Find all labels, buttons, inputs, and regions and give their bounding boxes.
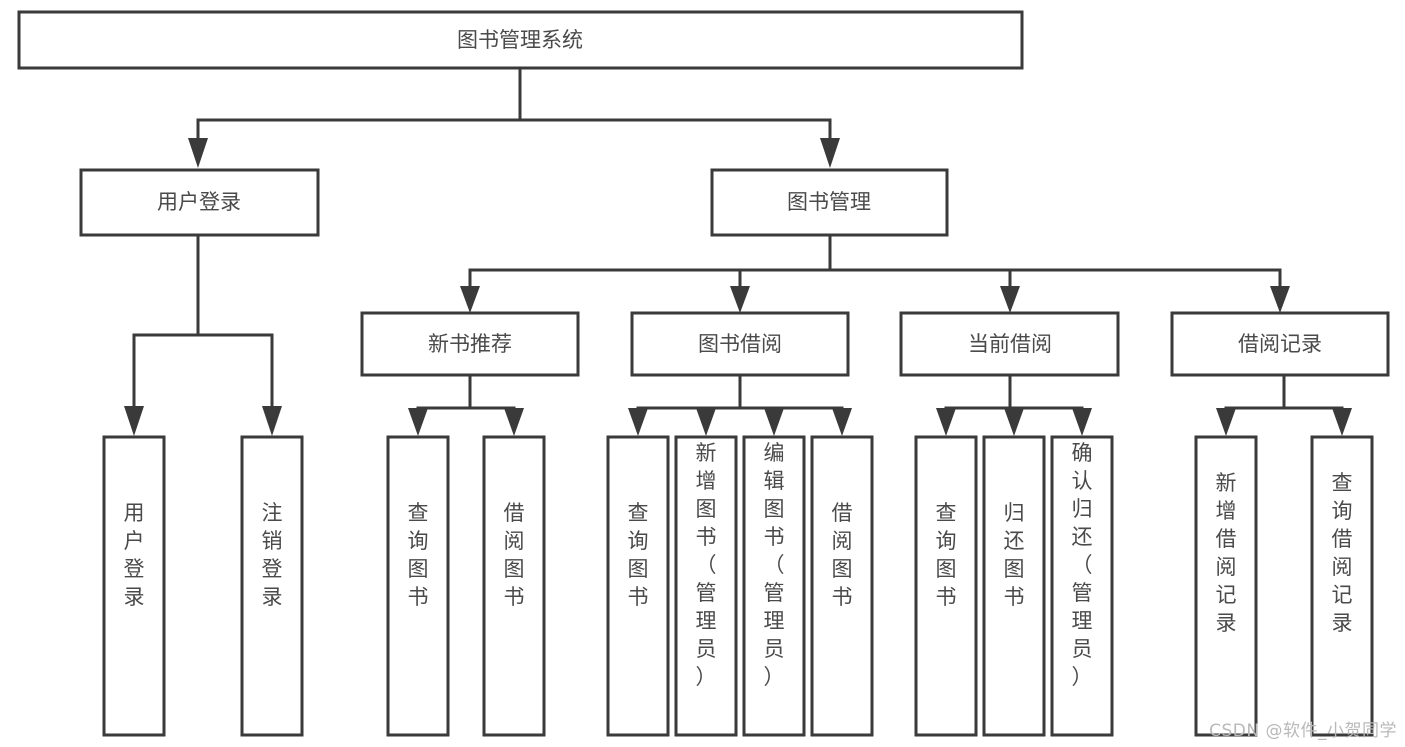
- leaf-node-re-add-record-box[interactable]: [1194, 435, 1258, 737]
- node-user-login-label: 用户登录: [157, 190, 241, 214]
- arrow-head-cu-leaf1: [936, 408, 956, 436]
- arrow-head-cu-leaf3: [1072, 408, 1092, 436]
- leaf-node-nb-query-book-label: 查询图书: [408, 501, 429, 609]
- node-borrow-records-label: 借阅记录: [1238, 332, 1322, 356]
- arrow-head-bo-leaf1: [628, 408, 648, 436]
- connector-group-borrow: [628, 373, 852, 436]
- leaf-node-cu-query-book-box[interactable]: [914, 435, 978, 737]
- node-new-book-recommend-box[interactable]: [360, 311, 580, 377]
- arrow-head-re-leaf1: [1216, 408, 1236, 436]
- arrow-head-borrow: [730, 286, 750, 313]
- node-book-management[interactable]: 图书管理: [710, 168, 949, 237]
- arrow-head-re-leaf2: [1332, 408, 1352, 436]
- arrow-head-leaf-user-login: [124, 406, 144, 436]
- leaf-node-user-login[interactable]: 用户登录: [102, 435, 166, 737]
- node-root-box[interactable]: [17, 10, 1024, 70]
- node-book-borrow-label: 图书借阅: [698, 332, 782, 356]
- node-current-borrow-box[interactable]: [899, 311, 1120, 377]
- node-new-book-recommend[interactable]: 新书推荐: [360, 311, 580, 377]
- node-borrow-records[interactable]: 借阅记录: [1170, 311, 1390, 377]
- leaf-node-bo-add-book-box[interactable]: [674, 435, 738, 737]
- leaf-node-cu-confirm-return-label: 确认归还（管理员）: [1072, 441, 1093, 689]
- leaf-node-cu-return-book-box[interactable]: [982, 435, 1046, 737]
- leaf-node-re-query-record[interactable]: 查询借阅记录: [1310, 435, 1374, 737]
- leaf-node-bo-query-book[interactable]: 查询图书: [606, 435, 670, 737]
- arrow-head-bo-leaf2: [696, 408, 716, 436]
- arrow-head-leaf-logout: [262, 406, 282, 436]
- arrow-head-cu-leaf2: [1004, 408, 1024, 436]
- node-book-management-box[interactable]: [710, 168, 949, 237]
- node-root[interactable]: 图书管理系统: [17, 10, 1024, 70]
- node-current-borrow-label: 当前借阅: [968, 332, 1052, 356]
- leaf-node-cu-query-book-label: 查询图书: [936, 501, 957, 609]
- connector-group-current: [936, 373, 1092, 436]
- leaf-node-nb-borrow-book-label: 借阅图书: [504, 501, 525, 609]
- leaf-node-bo-add-book-label: 新增图书（管理员）: [696, 441, 717, 689]
- arrow-head-nb-leaf2: [504, 408, 524, 436]
- leaf-node-cu-confirm-return[interactable]: 确认归还（管理员）: [1050, 435, 1114, 737]
- leaf-node-bo-edit-book-label: 编辑图书（管理员）: [764, 441, 785, 689]
- arrow-head-user-login: [188, 138, 208, 168]
- leaf-node-re-add-record[interactable]: 新增借阅记录: [1194, 435, 1258, 737]
- node-root-label: 图书管理系统: [457, 28, 583, 52]
- leaf-node-bo-borrow-book-box[interactable]: [810, 435, 874, 737]
- leaf-node-bo-query-book-box[interactable]: [606, 435, 670, 737]
- leaf-node-bo-edit-book[interactable]: 编辑图书（管理员）: [742, 435, 806, 737]
- leaf-node-logout-label: 注销登录: [262, 501, 283, 609]
- node-new-book-recommend-label: 新书推荐: [428, 332, 512, 356]
- arrow-head-new-books: [460, 286, 480, 313]
- connector-group-records: [1216, 373, 1352, 436]
- leaf-node-re-query-record-label: 查询借阅记录: [1332, 471, 1353, 635]
- leaf-node-re-query-record-box[interactable]: [1310, 435, 1374, 737]
- arrow-head-book-mgmt: [820, 138, 840, 168]
- leaf-node-nb-borrow-book[interactable]: 借阅图书: [482, 435, 546, 737]
- leaf-node-user-login-box[interactable]: [102, 435, 166, 737]
- leaf-node-re-add-record-label: 新增借阅记录: [1216, 471, 1237, 635]
- leaf-node-bo-add-book[interactable]: 新增图书（管理员）: [674, 435, 738, 737]
- leaf-node-logout[interactable]: 注销登录: [240, 435, 304, 737]
- node-current-borrow[interactable]: 当前借阅: [899, 311, 1120, 377]
- arrow-head-bo-leaf3: [764, 408, 784, 436]
- leaf-node-bo-edit-book-box[interactable]: [742, 435, 806, 737]
- leaf-node-nb-query-book-box[interactable]: [386, 435, 450, 737]
- arrow-head-nb-leaf1: [408, 408, 428, 436]
- node-book-borrow[interactable]: 图书借阅: [630, 311, 850, 377]
- node-book-borrow-box[interactable]: [630, 311, 850, 377]
- leaf-node-cu-return-book[interactable]: 归还图书: [982, 435, 1046, 737]
- connector-group-book-mgmt: [460, 233, 1290, 313]
- arrow-head-bo-leaf4: [832, 408, 852, 436]
- leaf-node-user-login-label: 用户登录: [124, 501, 145, 609]
- leaf-node-bo-query-book-label: 查询图书: [628, 501, 649, 609]
- leaf-node-bo-borrow-book-label: 借阅图书: [832, 501, 853, 609]
- leaf-node-cu-query-book[interactable]: 查询图书: [914, 435, 978, 737]
- leaf-node-nb-query-book[interactable]: 查询图书: [386, 435, 450, 737]
- leaf-node-nb-borrow-book-box[interactable]: [482, 435, 546, 737]
- arrow-head-current: [1000, 286, 1020, 313]
- node-borrow-records-box[interactable]: [1170, 311, 1390, 377]
- arrow-head-records: [1270, 286, 1290, 313]
- node-user-login[interactable]: 用户登录: [79, 168, 320, 237]
- leaf-node-cu-return-book-label: 归还图书: [1004, 501, 1025, 609]
- connector-group-new-books: [408, 373, 524, 436]
- leaf-node-cu-confirm-return-box[interactable]: [1050, 435, 1114, 737]
- connector-group-root: [188, 66, 840, 168]
- connector-group-user-login: [124, 233, 282, 436]
- leaf-node-logout-box[interactable]: [240, 435, 304, 737]
- node-user-login-box[interactable]: [79, 168, 320, 237]
- node-book-management-label: 图书管理: [787, 190, 871, 214]
- leaf-node-bo-borrow-book[interactable]: 借阅图书: [810, 435, 874, 737]
